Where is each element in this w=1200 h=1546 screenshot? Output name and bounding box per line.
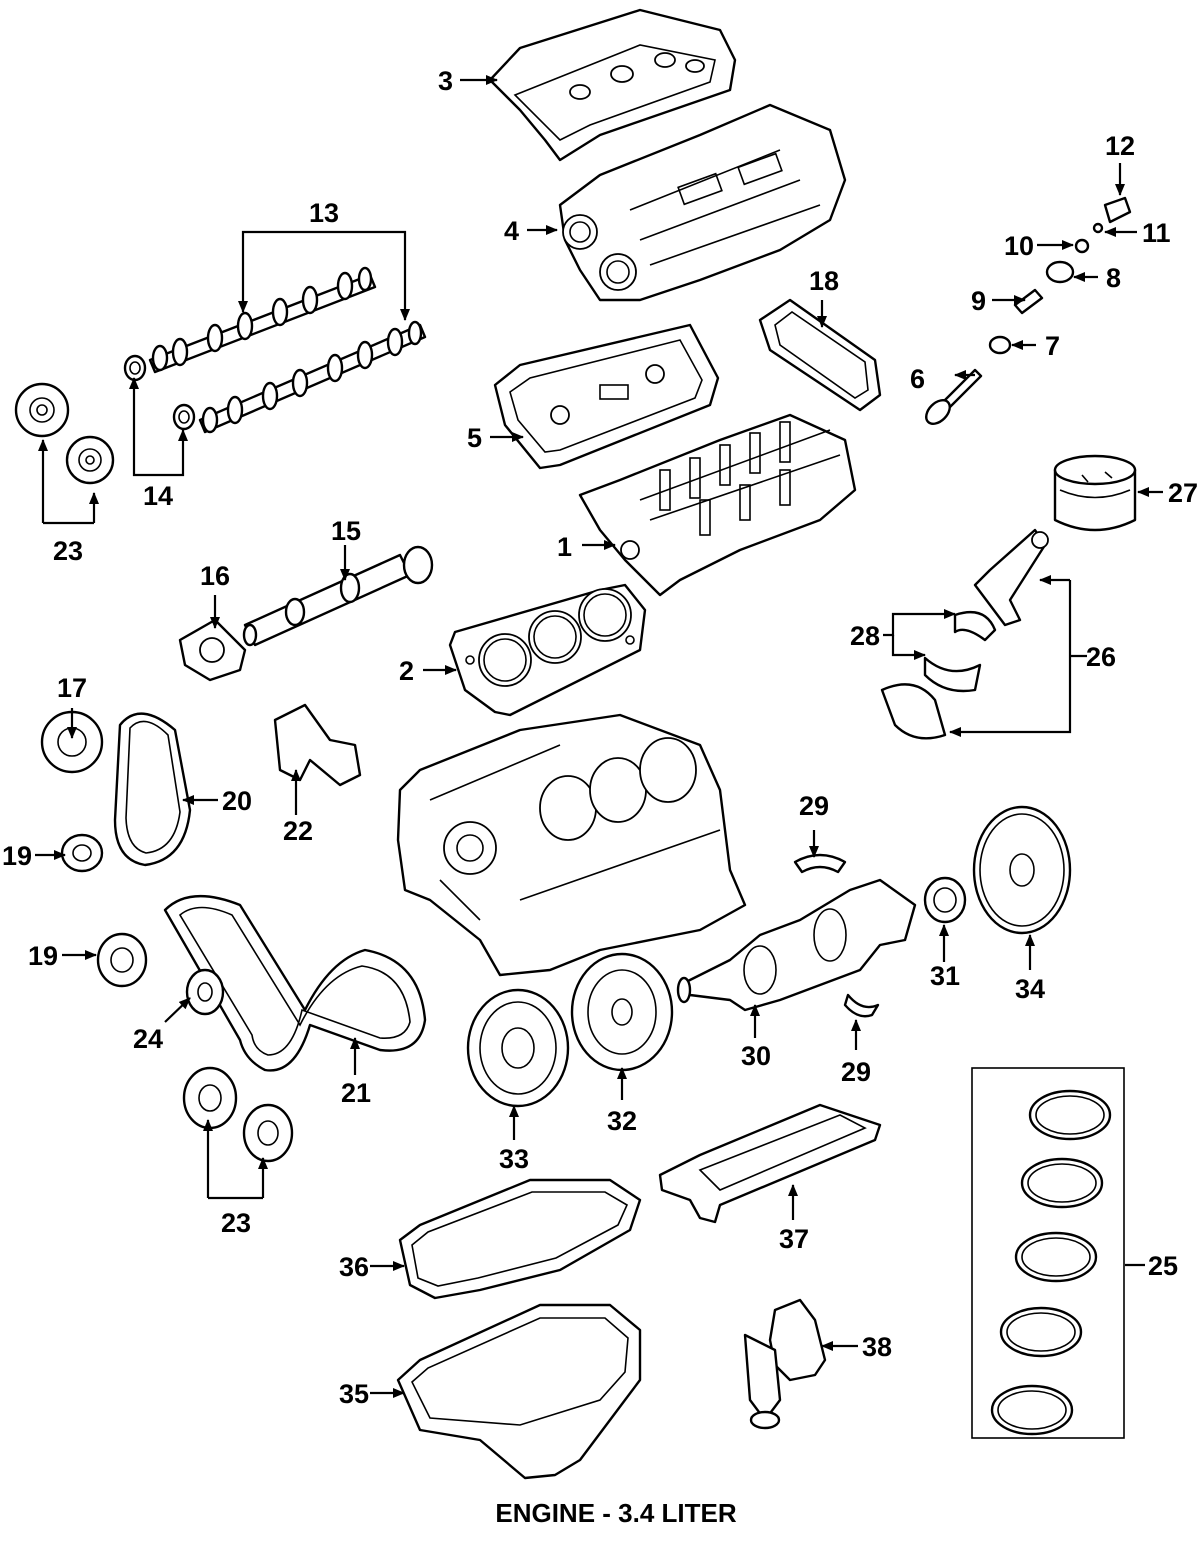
callout-2: 2 xyxy=(399,656,414,686)
callout-32: 32 xyxy=(607,1106,637,1136)
piston-part xyxy=(1053,454,1137,532)
oil-pan-gasket-part xyxy=(398,1178,642,1300)
balance-shaft-part xyxy=(242,545,434,647)
callout-19-upper: 19 xyxy=(2,841,32,871)
callout-35: 35 xyxy=(339,1379,369,1409)
diagram-title: ENGINE - 3.4 LITER xyxy=(495,1498,736,1528)
piston-ring-set-box xyxy=(971,1067,1125,1439)
callout-23-upper: 23 xyxy=(53,536,83,566)
head-gasket-part xyxy=(448,583,647,717)
camshaft-part xyxy=(148,266,427,434)
callout-4: 4 xyxy=(504,216,519,246)
callout-15: 15 xyxy=(331,516,361,546)
crankshaft-part xyxy=(676,878,917,1012)
callout-8: 8 xyxy=(1106,263,1121,293)
callout-16: 16 xyxy=(200,561,230,591)
callout-12: 12 xyxy=(1105,131,1135,161)
callout-25: 25 xyxy=(1148,1251,1178,1281)
cover-gasket-part xyxy=(758,298,882,412)
callout-9: 9 xyxy=(971,286,986,316)
engine-block-part xyxy=(396,713,747,977)
callout-13: 13 xyxy=(309,198,339,228)
callout-19-lower: 19 xyxy=(28,941,58,971)
callout-11: 11 xyxy=(1142,218,1171,248)
valve-cover-part xyxy=(488,8,737,162)
callout-28: 28 xyxy=(850,621,880,651)
callout-6: 6 xyxy=(910,364,925,394)
valve-train-part xyxy=(925,196,1132,425)
callout-37: 37 xyxy=(779,1224,809,1254)
callout-23-lower: 23 xyxy=(221,1208,251,1238)
camshaft-sprocket-part xyxy=(14,382,115,485)
shaft-housing-part xyxy=(178,618,247,682)
callout-1: 1 xyxy=(557,532,572,562)
rear-main-seal-part xyxy=(923,876,967,924)
oil-pan-part xyxy=(396,1303,642,1480)
leader-lines xyxy=(35,75,1163,1398)
cylinder-head-part xyxy=(578,413,857,597)
crank-seal-part xyxy=(60,833,148,988)
camshaft-seal-part xyxy=(123,354,196,431)
callout-24: 24 xyxy=(133,1024,163,1054)
tensioner-bracket-part xyxy=(273,703,362,787)
callout-10: 10 xyxy=(1004,231,1034,261)
callout-17: 17 xyxy=(57,673,87,703)
callout-29-lower: 29 xyxy=(841,1057,871,1087)
callout-26: 26 xyxy=(1086,642,1116,672)
connecting-rod-part xyxy=(880,528,1049,740)
callout-numbers: 1 2 3 4 5 6 7 8 9 10 11 12 13 14 15 16 1… xyxy=(2,66,1198,1409)
callout-21: 21 xyxy=(341,1078,371,1108)
callout-30: 30 xyxy=(741,1041,771,1071)
head-cover-gasket-part xyxy=(493,323,720,470)
oil-pan-baffle-part xyxy=(658,1103,882,1224)
callout-33: 33 xyxy=(499,1144,529,1174)
callout-29-upper: 29 xyxy=(799,791,829,821)
callout-14: 14 xyxy=(143,481,173,511)
rod-bearing-part xyxy=(923,610,997,693)
harmonic-balancer-part xyxy=(570,952,674,1072)
cylinder-head-upper-part xyxy=(558,103,847,302)
timing-chain-part xyxy=(113,712,192,867)
callout-18: 18 xyxy=(809,266,839,296)
callout-27: 27 xyxy=(1168,478,1198,508)
callout-20: 20 xyxy=(222,786,252,816)
idler-pulley-part xyxy=(182,1066,294,1163)
callout-34: 34 xyxy=(1015,974,1045,1004)
callout-7: 7 xyxy=(1045,331,1060,361)
flexplate-part xyxy=(972,805,1072,935)
oil-pickup-part xyxy=(743,1298,827,1430)
callout-5: 5 xyxy=(467,423,482,453)
crankshaft-pulley-part xyxy=(466,988,570,1108)
callout-3: 3 xyxy=(438,66,453,96)
belt-tensioner-part xyxy=(185,968,225,1016)
callout-22: 22 xyxy=(283,816,313,846)
callout-36: 36 xyxy=(339,1252,369,1282)
callout-31: 31 xyxy=(930,961,960,991)
timing-belt-part xyxy=(163,895,427,1072)
callout-38: 38 xyxy=(862,1332,892,1362)
